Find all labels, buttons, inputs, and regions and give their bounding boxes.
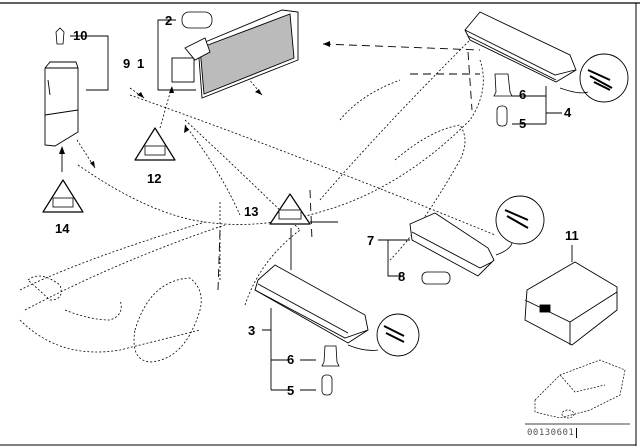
detail-hatch-3 <box>383 325 405 343</box>
callout-5-bottom: 5 <box>287 383 295 398</box>
callout-3: 3 <box>248 323 256 338</box>
callout-12: 12 <box>147 171 162 186</box>
callout-13: 13 <box>244 204 259 219</box>
bulb-5a <box>496 105 508 127</box>
detail-hatch-4 <box>587 69 613 91</box>
socket-6b <box>321 345 340 367</box>
warning-triangle-14 <box>42 179 84 213</box>
document-id: 00130601 <box>527 428 578 438</box>
leader-7 <box>378 239 410 277</box>
callout-11: 11 <box>565 228 579 243</box>
bulb-2 <box>181 11 213 29</box>
detail-circle-3 <box>376 313 420 357</box>
leader-2 <box>157 19 196 91</box>
door-light-housing <box>409 212 495 277</box>
car-outline <box>19 39 496 363</box>
leader-4 <box>512 86 562 125</box>
callout-14: 14 <box>55 221 70 236</box>
callout-7: 7 <box>367 233 375 248</box>
leader-10 <box>70 35 109 91</box>
leader-3 <box>262 308 316 391</box>
callout-8: 8 <box>398 269 406 284</box>
interior-light-grille <box>171 9 299 99</box>
glovebox-light-lens <box>254 264 369 344</box>
bulb-10 <box>55 27 65 45</box>
car-dashed-lines <box>217 43 481 291</box>
callout-6-bottom: 6 <box>287 352 295 367</box>
callout-9: 9 <box>123 56 131 71</box>
bulb-5b <box>321 374 333 396</box>
repair-kit-box <box>524 261 618 346</box>
callout-10: 10 <box>73 28 88 43</box>
socket-6a <box>493 73 513 97</box>
warning-triangle-12 <box>134 127 176 161</box>
footwell-light-module <box>44 61 79 147</box>
detail-pointer-3 <box>347 344 379 351</box>
detail-hatch-7 <box>504 209 529 229</box>
leader-lines <box>76 77 263 216</box>
detail-pointer-7 <box>495 242 513 256</box>
detail-pointer-4 <box>559 87 589 94</box>
callout-4: 4 <box>564 105 572 120</box>
festoon-bulb-8 <box>421 271 451 285</box>
warning-triangle-13 <box>269 193 311 225</box>
arrowheads <box>59 41 330 168</box>
detail-circle-7 <box>495 195 545 245</box>
callout-5-top: 5 <box>519 116 527 131</box>
callout-1: 1 <box>137 56 145 71</box>
callout-2: 2 <box>165 13 173 28</box>
trunk-light-lens <box>464 11 577 83</box>
car-thumbnail <box>534 359 626 419</box>
callout-6-top: 6 <box>519 87 527 102</box>
